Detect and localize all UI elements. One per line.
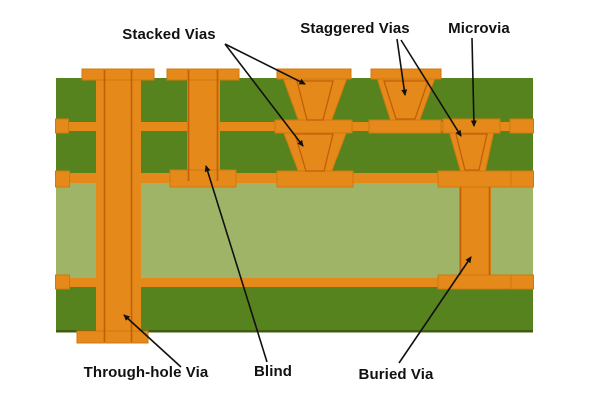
stacked-via-top-pad bbox=[276, 68, 352, 80]
staggered-bottom-pad bbox=[368, 119, 442, 134]
leader-microvia bbox=[470, 37, 477, 127]
left-edge-pad-1 bbox=[55, 118, 69, 134]
buried-via bbox=[437, 170, 512, 290]
through-hole-via bbox=[76, 68, 155, 344]
through-hole-top-pad bbox=[81, 68, 155, 81]
stacked-via-bottom-pad bbox=[276, 170, 354, 188]
staggered-top-hole-outline bbox=[383, 80, 429, 120]
left-edge-pad-3 bbox=[55, 274, 70, 290]
label-buried-via: Buried Via bbox=[358, 366, 434, 383]
label-blind-via: Blind bbox=[254, 363, 292, 380]
blind-via-barrel bbox=[187, 69, 220, 181]
staggered-top-pad bbox=[370, 68, 442, 80]
stacked-via-lower-hole-outline bbox=[294, 133, 334, 172]
buried-via-top-pad bbox=[437, 170, 512, 188]
through-hole-barrel bbox=[96, 69, 141, 343]
left-edge-pad-2 bbox=[55, 170, 70, 188]
leader-through-hole bbox=[123, 314, 182, 368]
edge-pads bbox=[55, 118, 534, 290]
right-edge-pad-3 bbox=[509, 274, 534, 290]
leader-stacked-upper bbox=[224, 43, 306, 85]
blind-via bbox=[166, 68, 240, 188]
stacked-via-upper-hole-outline bbox=[296, 80, 334, 121]
label-staggered-vias: Staggered Vias bbox=[300, 20, 410, 37]
microvia-hole-outline bbox=[455, 133, 488, 171]
right-edge-pad-1 bbox=[509, 118, 534, 134]
leader-buried bbox=[398, 256, 472, 364]
board-bottom-edge bbox=[56, 330, 533, 333]
buried-via-bottom-pad bbox=[437, 274, 512, 290]
leader-blind bbox=[204, 165, 268, 363]
staggered-via-top bbox=[368, 68, 442, 134]
right-edge-pad-2 bbox=[509, 170, 534, 188]
label-through-hole-via: Through-hole Via bbox=[83, 364, 209, 381]
label-stacked-vias: Stacked Vias bbox=[122, 26, 216, 43]
through-hole-bottom-pad bbox=[76, 330, 149, 344]
copper-plane-3 bbox=[56, 278, 533, 287]
leader-staggered-lower bbox=[400, 39, 462, 137]
blind-via-foot-pad bbox=[169, 169, 237, 188]
blind-via-top-pad bbox=[166, 68, 240, 81]
stacked-via-middle-pad bbox=[274, 119, 353, 134]
leader-staggered-upper bbox=[396, 38, 408, 96]
leader-stacked-lower bbox=[224, 43, 304, 147]
buried-via-barrel bbox=[459, 178, 491, 286]
label-microvia: Microvia bbox=[448, 20, 510, 37]
leader-lines bbox=[123, 37, 477, 368]
